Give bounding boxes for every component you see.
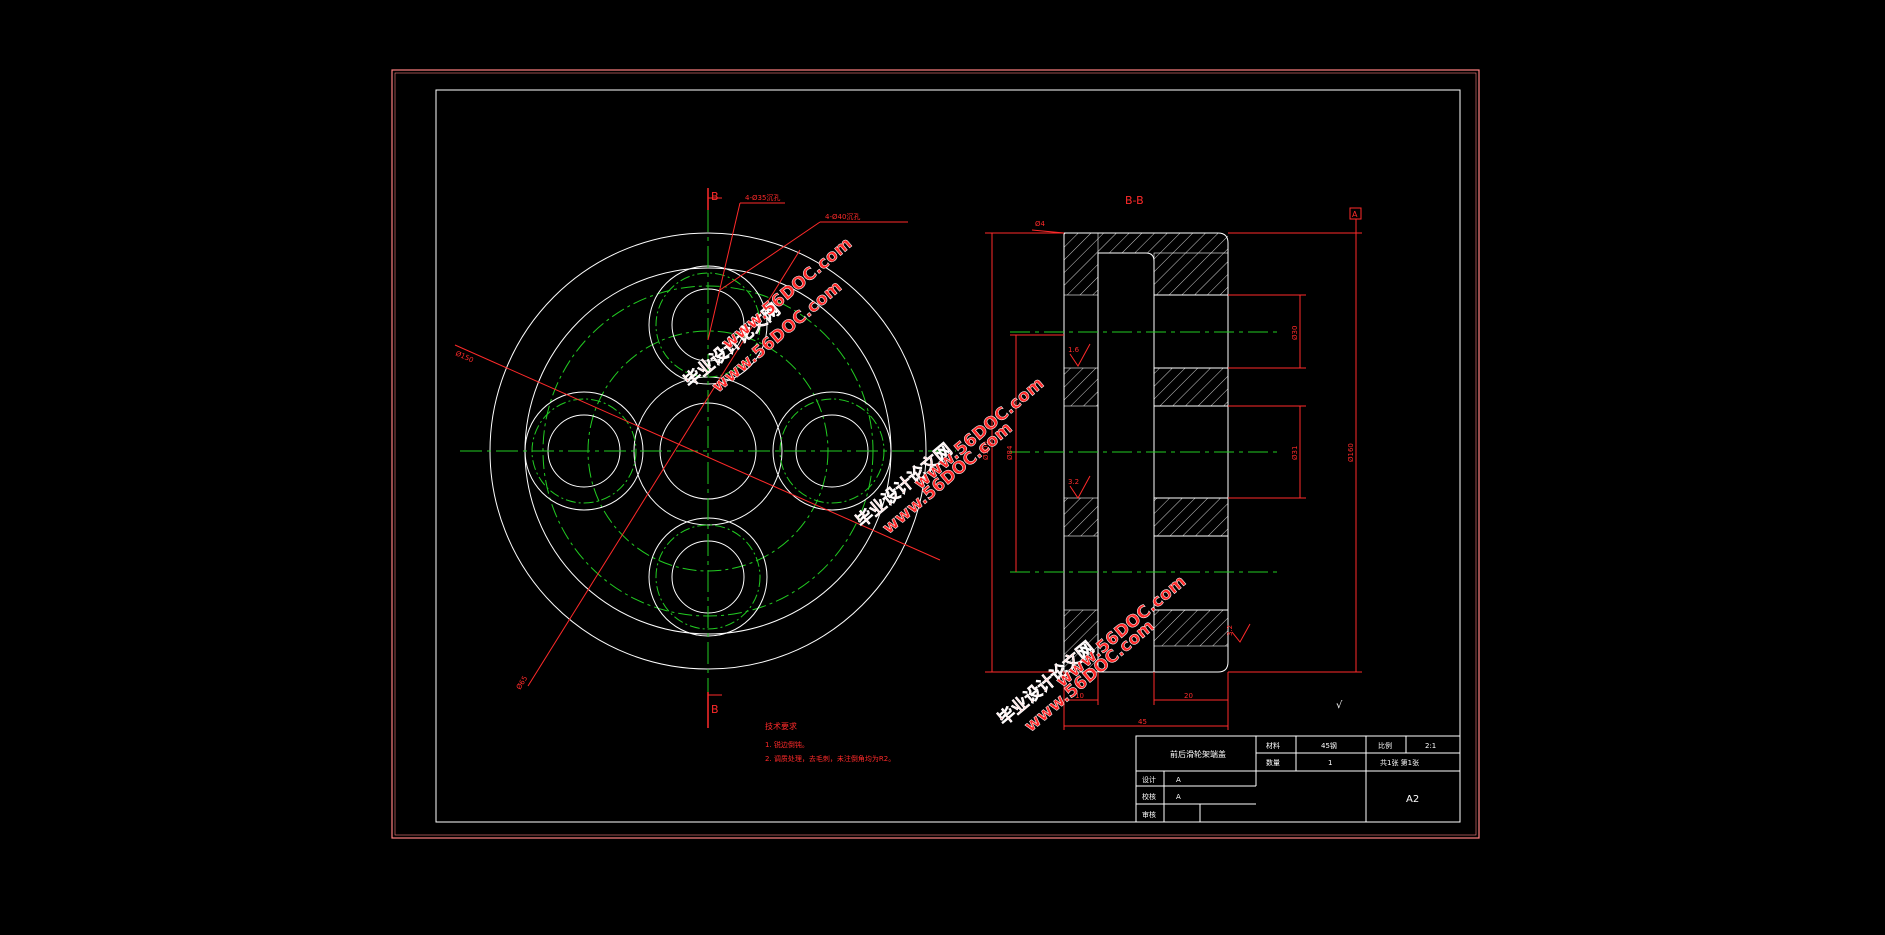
watermark-url-4: www.56DOC.com (910, 374, 1048, 494)
part-name: 前后滑轮架端盖 (1170, 749, 1226, 759)
dim-right-3: Ø160 (1347, 443, 1355, 462)
dim-right-2: Ø31 (1291, 446, 1299, 460)
chamfer-note: Ø4 (1035, 220, 1046, 228)
material-label: 材料 (1266, 741, 1280, 750)
dim-left-1: Ø100 (982, 441, 990, 460)
front-view: B B 4-Ø35沉孔 4-Ø40沉孔 Ø150 Ø65 (454, 188, 956, 728)
tech-note-2: 2. 调质处理，去毛刺，未注倒角均为R2。 (765, 754, 895, 763)
watermarks: 毕业设计论文网 www.56DOC.com www.56DOC.com 毕业设计… (679, 233, 1190, 736)
dim-pcd: Ø65 (515, 675, 529, 691)
scale-value: 2:1 (1425, 742, 1436, 750)
roughness-1: 1.6 (1068, 346, 1080, 354)
drawing-frame (435, 89, 1461, 823)
roughness-3: 3.2 (1226, 625, 1234, 636)
material-value: 45钢 (1321, 741, 1337, 750)
dim-left-2: Ø84 (1006, 445, 1014, 460)
tech-notes-heading: 技术要求 (765, 721, 797, 731)
dim-bottom-3: 45 (1138, 718, 1147, 726)
checker-value: A (1176, 793, 1181, 801)
technical-requirements: 技术要求 1. 锐边倒钝。 2. 调质处理，去毛刺，未注倒角均为R2。 (765, 721, 895, 763)
designer-value: A (1176, 776, 1181, 784)
datum-label: A (1352, 210, 1358, 219)
approver-label: 审核 (1142, 810, 1156, 819)
tech-note-1: 1. 锐边倒钝。 (765, 740, 809, 749)
leader-note-2: 4-Ø40沉孔 (825, 213, 860, 221)
designer-label: 设计 (1142, 775, 1156, 784)
outer-sheet-border-inner (394, 72, 1477, 836)
qty-value: 1 (1328, 759, 1332, 767)
checker-label: 校核 (1142, 792, 1156, 801)
section-title: B-B (1125, 194, 1144, 207)
dim-bottom-2: 20 (1184, 692, 1193, 700)
sheet-note: 共1张 第1张 (1380, 758, 1419, 767)
dim-bottom-1: 10 (1075, 692, 1084, 700)
scale-label: 比例 (1378, 741, 1392, 750)
section-marker-top: B (711, 190, 719, 203)
title-block: 前后滑轮架端盖 材料 45钢 比例 2:1 数量 1 共1张 第1张 设计 A … (1135, 735, 1461, 823)
leader-note-1: 4-Ø35沉孔 (745, 194, 780, 202)
dim-right-1: Ø30 (1291, 326, 1299, 340)
roughness-2: 3.2 (1068, 478, 1079, 486)
dim-outer-diameter: Ø150 (454, 350, 474, 365)
section-view: B-B (982, 194, 1362, 730)
qty-label: 数量 (1266, 758, 1280, 767)
sheet-size: A2 (1406, 794, 1419, 805)
outer-sheet-border (391, 69, 1480, 839)
section-marker-bottom: B (711, 703, 719, 716)
general-roughness: √ (1336, 700, 1343, 711)
